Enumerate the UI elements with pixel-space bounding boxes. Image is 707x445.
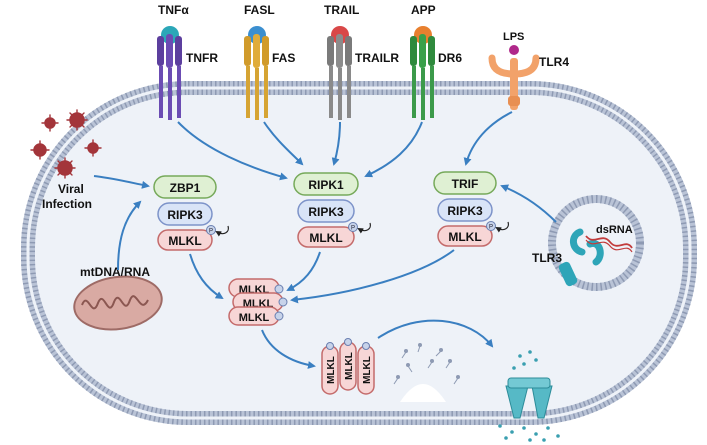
mlkl-membrane-pore: MLKL MLKL MLKL — [321, 338, 375, 395]
dr6-receptor — [410, 26, 435, 120]
ripk3-right-pill — [437, 198, 493, 222]
mlkl-right-pill — [437, 225, 493, 247]
trailr-receptor — [327, 26, 352, 120]
viral-label-line1: Viral — [58, 182, 84, 196]
mlkl-right-text: MLKL — [448, 230, 481, 244]
pore-mlkl-1: MLKL — [326, 356, 337, 384]
pore-mlkl-2: MLKL — [344, 352, 355, 380]
ion-channel — [505, 377, 553, 419]
arrow-left-oligomer — [189, 253, 224, 300]
trail-label: TRAIL — [324, 3, 359, 17]
tnfa-label: TNFα — [158, 3, 189, 17]
phospho-curl-arrow — [495, 221, 509, 233]
mlkl-left-pill — [157, 229, 213, 251]
signaling-arrows — [93, 111, 557, 369]
arrow-trailr-ripk1 — [331, 121, 341, 166]
oligomer-mlkl-3: MLKL — [239, 312, 270, 324]
arrow-viral-zbp1 — [93, 175, 150, 189]
complex-ripk1: RIPK1 RIPK3 MLKL P — [293, 172, 371, 248]
mitochondrion-icon — [73, 275, 163, 331]
arrow-oligomer-pore — [261, 329, 316, 369]
ripk3-center-pill — [297, 199, 355, 223]
trif-text: TRIF — [452, 177, 479, 191]
lps-label: LPS — [503, 31, 524, 43]
arrow-tnfr-ripk1 — [177, 121, 288, 181]
arrow-tlr3-trif — [500, 184, 557, 223]
complex-trif: TRIF RIPK3 MLKL P — [433, 171, 509, 247]
tlr4-receptor — [488, 45, 540, 110]
phospho-curl-arrow — [357, 222, 371, 234]
tnfr-label: TNFR — [186, 51, 218, 65]
ripk3-left-pill — [157, 202, 213, 226]
released-particles — [498, 350, 560, 442]
mlkl-left-text: MLKL — [168, 234, 201, 248]
mlkl-center-pill — [297, 226, 355, 248]
arrow-center-oligomer — [286, 251, 321, 291]
mtdna-label: mtDNA/RNA — [80, 265, 150, 279]
phospho-curl-arrow — [215, 225, 229, 237]
tlr4-label: TLR4 — [539, 55, 569, 69]
trif-pill — [433, 171, 497, 195]
arrow-right-oligomer — [290, 249, 455, 304]
arrow-dr6-ripk1 — [364, 121, 423, 178]
tlr3-label: TLR3 — [532, 251, 562, 265]
ripk1-pill — [293, 172, 359, 196]
cell-membrane — [21, 81, 697, 425]
dsrna-label: dsRNA — [596, 224, 633, 236]
virus-icons — [30, 109, 102, 179]
zbp1-text: ZBP1 — [170, 181, 201, 195]
phospho-badge — [348, 222, 358, 232]
fas-receptor — [244, 26, 269, 120]
ripk1-text: RIPK1 — [308, 178, 344, 192]
ripk3-left-text: RIPK3 — [167, 208, 203, 222]
fasl-label: FASL — [244, 3, 275, 17]
mlkl-oligomer: MLKL MLKL MLKL — [228, 278, 288, 326]
trailr-label: TRAILR — [355, 51, 399, 65]
phospho-badge — [486, 221, 496, 231]
dr6-label: DR6 — [438, 51, 462, 65]
membrane-rupture — [393, 343, 460, 402]
arrow-tlr4-trif — [463, 111, 513, 166]
arrow-fas-ripk1 — [263, 121, 304, 166]
phospho-badge — [206, 225, 216, 235]
app-label: APP — [411, 3, 436, 17]
zbp1-pill — [153, 175, 217, 199]
phospho-badge-label: P — [489, 225, 493, 231]
fas-label: FAS — [272, 51, 295, 65]
phospho-badge-label: P — [209, 229, 213, 235]
phospho-badge-label: P — [351, 226, 355, 232]
arrow-pore-channel — [377, 319, 494, 348]
ripk3-center-text: RIPK3 — [308, 205, 344, 219]
arrow-mtdna-zbp1 — [117, 200, 142, 271]
tlr3-receptor — [558, 228, 633, 287]
complex-zbp1: ZBP1 RIPK3 MLKL P — [153, 175, 229, 251]
mlkl-center-text: MLKL — [309, 231, 342, 245]
pore-mlkl-3: MLKL — [362, 356, 373, 384]
ripk3-right-text: RIPK3 — [447, 204, 483, 218]
tnfr-receptor — [157, 26, 182, 120]
viral-label-line2: Infection — [42, 197, 92, 211]
